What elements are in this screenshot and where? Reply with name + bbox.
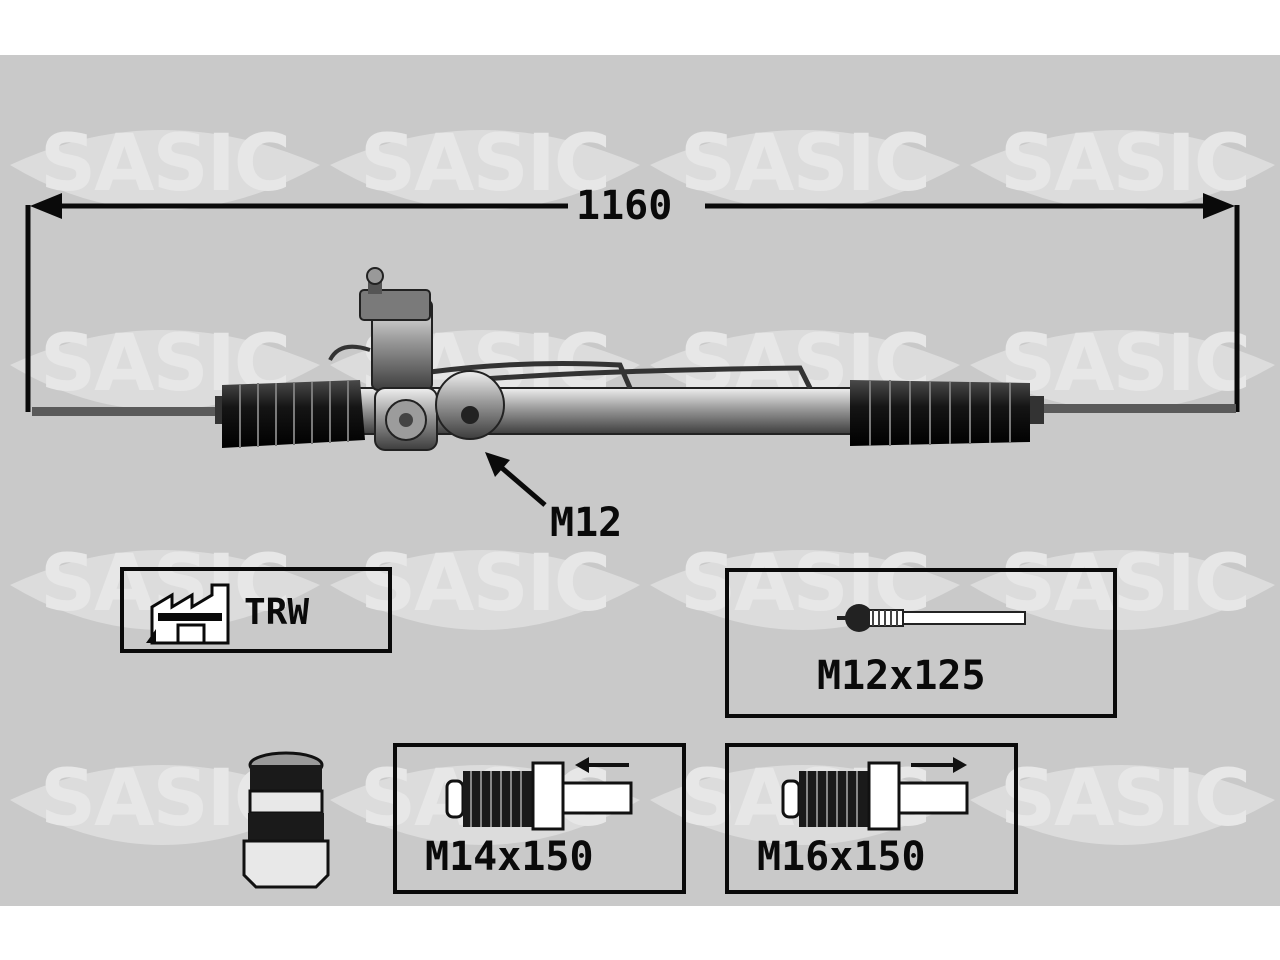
arrow-right-icon [1203, 193, 1235, 219]
cap-nut-icon [242, 751, 330, 889]
tie-rod-thread-label: M12x125 [817, 653, 986, 699]
manufacturer-label: TRW [244, 592, 310, 633]
arrow-up-left-icon [485, 452, 510, 477]
threaded-fitting-icon [445, 757, 633, 831]
manufacturer-box: TRW [120, 567, 392, 653]
watermark-logo: SASIC [1000, 319, 1251, 409]
arrow-left-icon [30, 193, 62, 219]
port-thread-label: M12 [550, 500, 623, 546]
pressure-fitting-label: M14x150 [425, 834, 594, 880]
watermark-logo: SASIC [360, 119, 611, 209]
watermark-logo: SASIC [680, 119, 931, 209]
threaded-fitting-icon [781, 757, 969, 831]
return-fitting-label: M16x150 [757, 834, 926, 880]
tie-rod-thread-box: M12x125 [725, 568, 1117, 718]
watermark-logo: SASIC [40, 119, 291, 209]
pressure-fitting-box: M14x150 [393, 743, 686, 894]
watermark-logo: SASIC [1000, 539, 1251, 629]
tie-rod-icon [837, 604, 1026, 632]
factory-icon [146, 583, 230, 645]
watermark-logo: SASIC [1000, 754, 1251, 844]
watermark-logo: SASIC [360, 539, 611, 629]
watermark-logo: SASIC [1000, 119, 1251, 209]
overall-length-label: 1160 [576, 183, 673, 229]
return-fitting-box: M16x150 [725, 743, 1018, 894]
